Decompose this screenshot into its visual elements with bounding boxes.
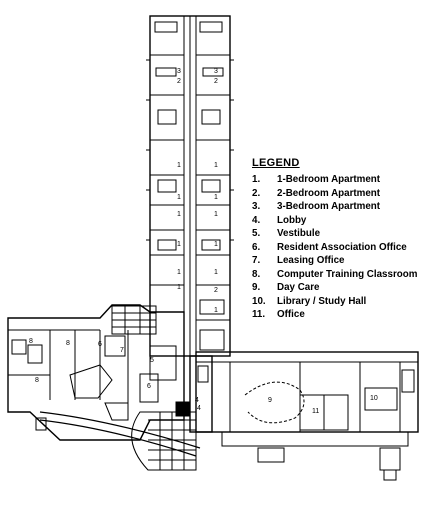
tower-label-r6: 1 xyxy=(214,269,218,276)
tower-label-l7: 1 xyxy=(177,284,181,291)
legend-item-label: 3-Bedroom Apartment xyxy=(277,201,381,212)
legend-item: 11. Office xyxy=(252,308,428,322)
tower-label-r5: 1 xyxy=(214,241,218,248)
tower-label-r3: 1 xyxy=(214,194,218,201)
room-label-8b: 8 xyxy=(66,340,70,347)
legend-item-label: Day Care xyxy=(277,282,320,293)
legend-item: 6. Resident Association Office xyxy=(252,241,428,255)
legend-item: 3. 3-Bedroom Apartment xyxy=(252,200,428,214)
room-label-7: 7 xyxy=(120,347,124,354)
legend-item: 9. Day Care xyxy=(252,281,428,295)
legend-item-label: Resident Association Office xyxy=(277,241,407,253)
room-label-8c: 8 xyxy=(35,377,39,384)
legend-item-label: Lobby xyxy=(277,214,307,226)
legend-item-label: Library / Study Hall xyxy=(277,295,367,307)
room-label-6b: 6 xyxy=(147,383,151,390)
tower-label-l1: 2 xyxy=(177,78,181,85)
legend-item: 4. Lobby xyxy=(252,214,428,228)
legend-list: 1. 1-Bedroom Apartment 2. 2-Bedroom Apartm… xyxy=(252,173,428,322)
room-labels: 8 8 8 6 6 7 5 4 4 9 11 10 xyxy=(29,338,378,415)
legend-title: LEGEND xyxy=(252,157,300,169)
legend-item-label: Leasing Office xyxy=(277,255,345,266)
legend-item-number: 4. xyxy=(252,214,261,226)
legend-item-label: Vestibule xyxy=(277,228,321,239)
room-label-10: 10 xyxy=(370,395,378,402)
tower-label-r2: 1 xyxy=(214,162,218,169)
legend-item: 7. Leasing Office xyxy=(252,254,428,268)
tower-label-r1: 2 xyxy=(214,78,218,85)
tower-label-l6: 1 xyxy=(177,269,181,276)
legend-item-label: 1-Bedroom Apartment xyxy=(277,174,381,185)
legend-item: 10. Library / Study Hall xyxy=(252,295,428,309)
legend-item-label: Computer Training Classroom xyxy=(277,268,418,280)
legend-item: 1. 1-Bedroom Apartment xyxy=(252,173,428,187)
room-label-4b: 4 xyxy=(197,405,201,412)
legend-item-number: 11. xyxy=(252,309,266,320)
tower-label-r8: 1 xyxy=(214,307,218,314)
tower xyxy=(146,15,234,357)
legend-item-number: 5. xyxy=(252,228,261,239)
legend-item-number: 1. xyxy=(252,174,261,185)
tower-label-l5: 1 xyxy=(177,241,181,248)
legend-item-number: 7. xyxy=(252,255,261,266)
legend-item-number: 3. xyxy=(252,201,261,212)
legend-item: 8. Computer Training Classroom xyxy=(252,268,428,282)
right-wing xyxy=(195,351,419,481)
tower-labels: 3 2 1 1 1 1 1 1 3 2 1 1 1 1 1 2 1 xyxy=(177,68,218,314)
tower-label-l2: 1 xyxy=(177,162,181,169)
legend-item-number: 10. xyxy=(252,295,266,307)
room-label-9: 9 xyxy=(268,397,272,404)
legend-item-number: 6. xyxy=(252,241,261,253)
tower-label-r0: 3 xyxy=(214,68,218,75)
legend-item-number: 8. xyxy=(252,268,261,280)
legend-item: 5. Vestibule xyxy=(252,227,428,241)
legend-item-number: 2. xyxy=(252,187,261,199)
room-label-5: 5 xyxy=(150,357,154,364)
left-wing xyxy=(7,304,201,471)
tower-label-l4: 1 xyxy=(177,211,181,218)
room-label-8a: 8 xyxy=(29,338,33,345)
legend-item: 2. 2-Bedroom Apartment xyxy=(252,187,428,201)
room-label-11: 11 xyxy=(312,408,319,415)
tower-label-r4: 1 xyxy=(214,211,218,218)
legend: LEGEND 1. 1-Bedroom Apartment 2. 2-Bedroom… xyxy=(252,157,428,322)
room-label-4a: 4 xyxy=(195,397,199,404)
legend-item-number: 9. xyxy=(252,282,261,293)
legend-item-label: 2-Bedroom Apartment xyxy=(277,187,381,199)
tower-label-l3: 1 xyxy=(177,194,181,201)
legend-item-label: Office xyxy=(277,309,305,320)
room-label-6a: 6 xyxy=(98,341,102,348)
tower-label-r7: 2 xyxy=(214,287,218,294)
tower-label-l0: 3 xyxy=(177,68,181,75)
